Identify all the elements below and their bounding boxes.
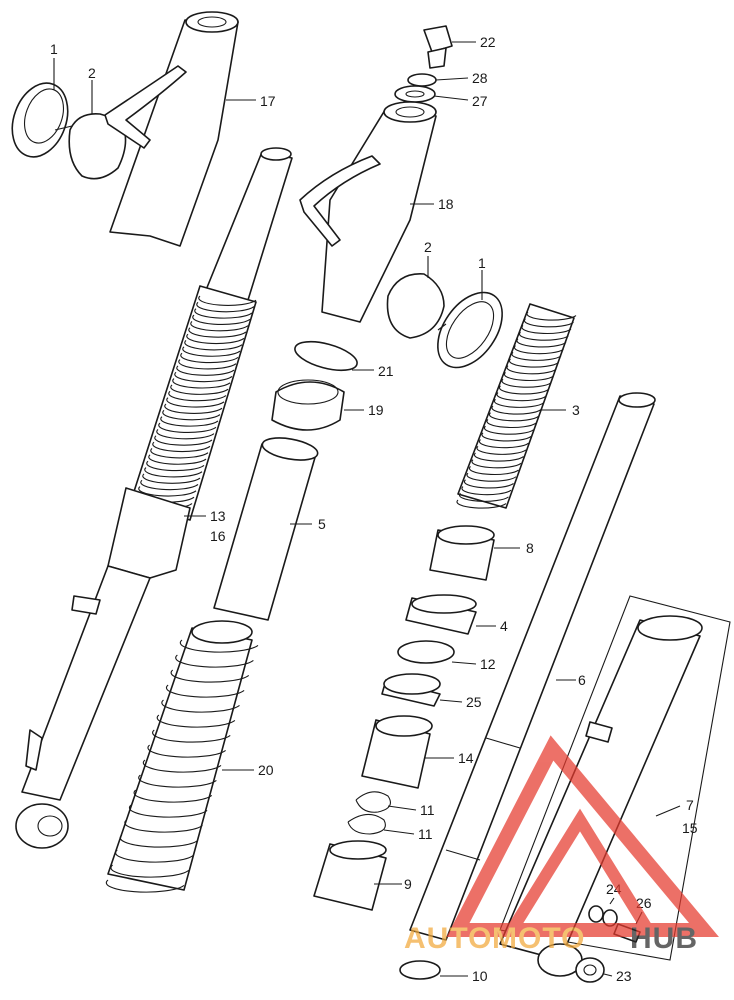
seal-ring-21 [294, 340, 358, 372]
upper-fork-cover-left [104, 11, 239, 247]
bellows-spring-left [129, 285, 257, 522]
callout-5: 5 [318, 516, 326, 532]
cap-bolt [423, 25, 453, 69]
bushing-4 [405, 594, 477, 635]
callout-18: 18 [438, 196, 454, 212]
callout-13: 13 [210, 508, 226, 524]
oil-seal-19 [271, 379, 345, 431]
callout-12: 12 [480, 656, 496, 672]
bushing-8 [429, 525, 495, 581]
callout-23: 23 [616, 968, 632, 984]
drain-ring-10 [399, 960, 441, 980]
watermark-text-moto: MOTO [492, 922, 585, 955]
bushing-14 [361, 715, 433, 789]
callout-16: 16 [210, 528, 226, 544]
callout-28: 28 [472, 70, 488, 86]
callout-14: 14 [458, 750, 474, 766]
mount-nut-right [386, 273, 445, 339]
seat-25 [381, 673, 441, 707]
callout-10: 10 [472, 968, 488, 984]
o-ring-28 [407, 73, 437, 87]
washer-27 [394, 85, 436, 103]
spring-3 [456, 303, 577, 509]
callout-21: 21 [378, 363, 394, 379]
callout-7: 7 [686, 797, 694, 813]
callout-22: 22 [480, 34, 496, 50]
callout-27: 27 [472, 93, 488, 109]
callout-15: 15 [682, 820, 698, 836]
callout-11-upper: 11 [420, 802, 435, 818]
circlip-11-lower [347, 813, 386, 835]
inner-tube-6 [409, 392, 656, 941]
callout-3: 3 [572, 402, 580, 418]
callout-19: 19 [368, 402, 384, 418]
callout-17: 17 [260, 93, 276, 109]
watermark-text-auto: AUTO [404, 922, 492, 955]
dust-boot-20 [105, 620, 259, 893]
callout-2-left: 2 [88, 65, 96, 81]
callout-8: 8 [526, 540, 534, 556]
callout-9: 9 [404, 876, 412, 892]
watermark-triangle-inner [501, 808, 659, 936]
slider-box-7-15 [499, 595, 731, 961]
callout-4: 4 [500, 618, 508, 634]
callout-1-left: 1 [50, 41, 58, 57]
slider-body-left [15, 487, 191, 849]
callout-labels: 1 2 17 22 28 27 18 2 1 21 19 3 13 16 5 8… [50, 34, 698, 984]
callout-2-right: 2 [424, 239, 432, 255]
headlight-cap-right [437, 291, 503, 369]
spacer-tube-5 [213, 437, 319, 621]
washer-23 [575, 957, 605, 983]
callout-20: 20 [258, 762, 274, 778]
callout-1-right: 1 [478, 255, 486, 271]
automotohub-watermark: AUTO MOTO HUB [404, 735, 719, 955]
callout-11-lower: 11 [418, 826, 433, 842]
callout-6: 6 [578, 672, 586, 688]
callout-25: 25 [466, 694, 482, 710]
headlight-cap-left [11, 82, 73, 158]
mount-nut-left [68, 113, 127, 180]
circlip-11-upper [355, 791, 391, 813]
upper-fork-cover-right [299, 101, 437, 323]
watermark-text-hub: HUB [630, 922, 698, 955]
ring-12 [397, 640, 455, 664]
inner-tube-left [205, 147, 293, 301]
bushing-9 [313, 840, 387, 911]
